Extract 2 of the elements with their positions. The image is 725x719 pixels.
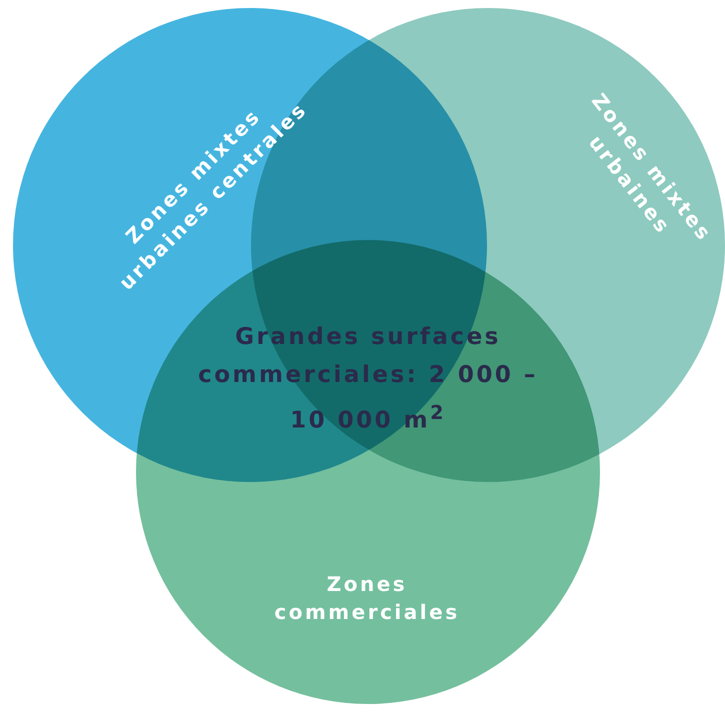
overlap-label: Grandes surfaces commerciales: 2 000 – 10 000 m$^{2}$ xyxy=(197,323,539,436)
zone-label: Zones commerciales xyxy=(273,571,461,626)
